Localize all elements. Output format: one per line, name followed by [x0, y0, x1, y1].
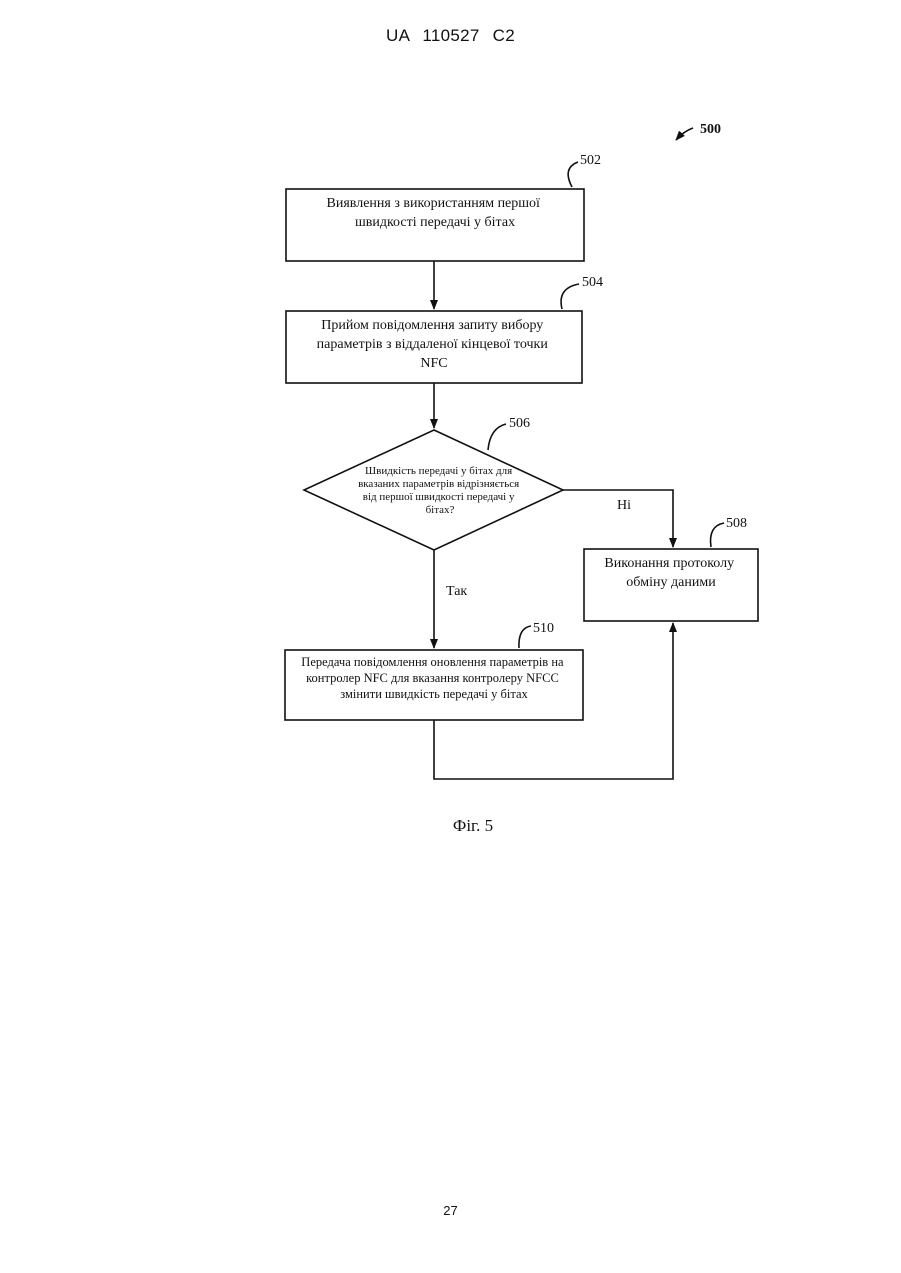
node-502: Виявлення з використанням першої швидкос…	[286, 153, 601, 261]
page-number: 27	[0, 1203, 901, 1218]
yes-label: Так	[446, 584, 467, 599]
ref-502-label: 502	[580, 153, 601, 168]
ref-508-label: 508	[726, 516, 747, 531]
ref-510-label: 510	[533, 621, 554, 636]
edge-506-508-no: Ні	[563, 490, 673, 547]
ref-500-label: 500	[700, 122, 721, 137]
ref-500: 500	[676, 122, 721, 140]
node-510-text: Передача повідомлення оновлення параметр…	[301, 655, 566, 701]
ref-504-label: 504	[582, 275, 603, 290]
edge-506-510-yes: Так	[434, 550, 467, 648]
node-506: Швидкість передачі у бітах для вказаних …	[304, 416, 563, 550]
node-508: Виконання протоколу обміну даними 508	[584, 516, 758, 621]
ref-506-label: 506	[509, 416, 530, 431]
no-label: Ні	[617, 498, 631, 513]
node-504: Прийом повідомлення запиту вибору параме…	[286, 275, 603, 383]
figure-caption: Фіг. 5	[453, 816, 493, 835]
